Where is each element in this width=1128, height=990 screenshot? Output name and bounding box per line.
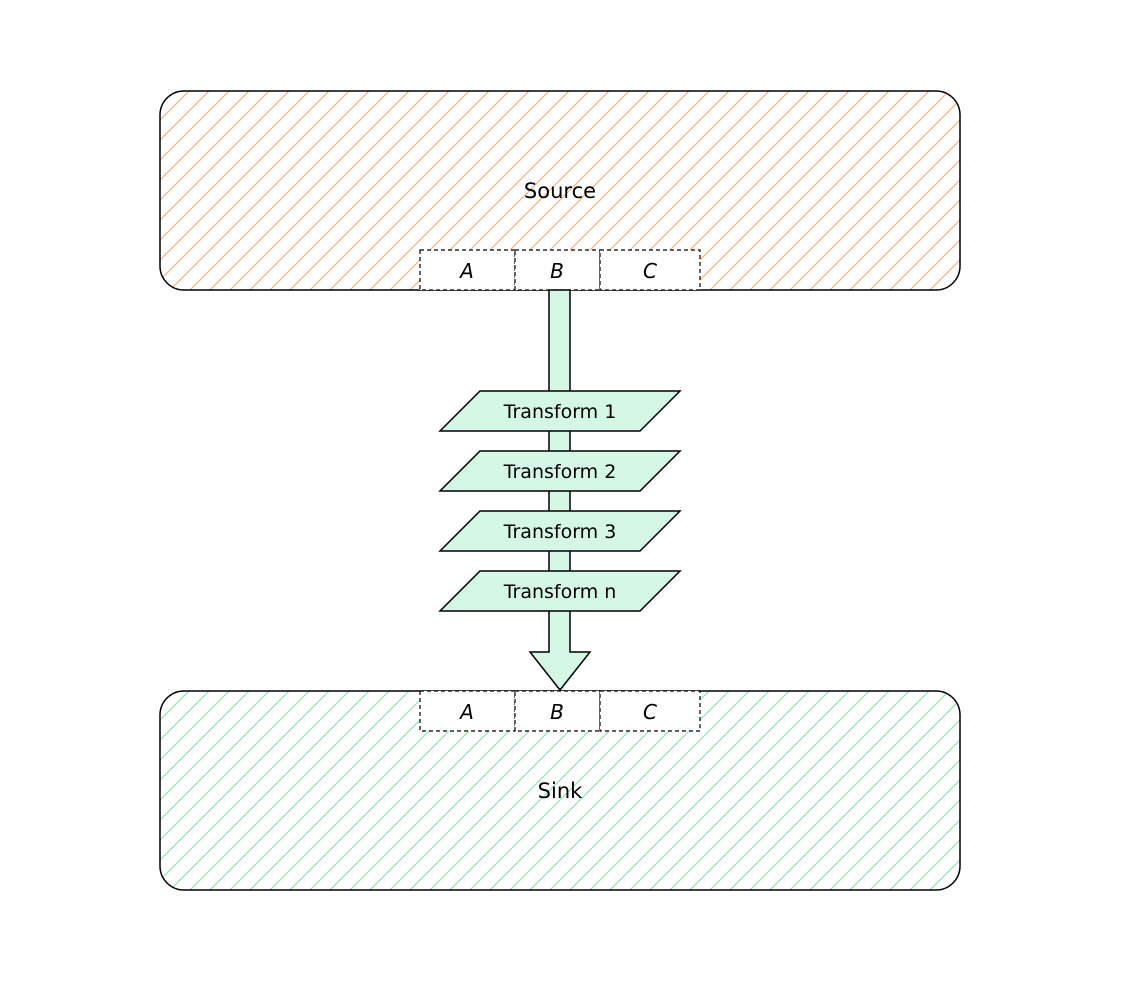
source-box: Source bbox=[159, 90, 961, 291]
source-field-a: A bbox=[458, 259, 474, 283]
sink-field-a: A bbox=[458, 700, 474, 724]
sink-field-c-cell bbox=[599, 690, 701, 732]
source-field-c: C bbox=[643, 259, 657, 283]
sink-field-c: C bbox=[643, 700, 657, 724]
transform-2-label: Transform 2 bbox=[503, 461, 617, 483]
source-label: Source bbox=[524, 179, 596, 203]
transform-3-label: Transform 3 bbox=[503, 521, 617, 543]
source-field-c-cell bbox=[599, 249, 701, 291]
transform-1: Transform 1 bbox=[438, 390, 682, 432]
transform-2: Transform 2 bbox=[438, 450, 682, 492]
source-field-a-cell bbox=[419, 249, 516, 291]
transform-1-label: Transform 1 bbox=[503, 401, 617, 423]
sink-field-b: B bbox=[550, 700, 564, 724]
transform-3: Transform 3 bbox=[438, 510, 682, 552]
sink-fields: A B C bbox=[419, 690, 701, 732]
sink-field-b-cell bbox=[514, 690, 601, 732]
source-field-b: B bbox=[550, 259, 564, 283]
transform-n: Transform n bbox=[438, 570, 682, 612]
sink-label: Sink bbox=[538, 779, 583, 803]
source-fields: A B C bbox=[419, 249, 701, 291]
transform-n-label: Transform n bbox=[503, 581, 617, 603]
